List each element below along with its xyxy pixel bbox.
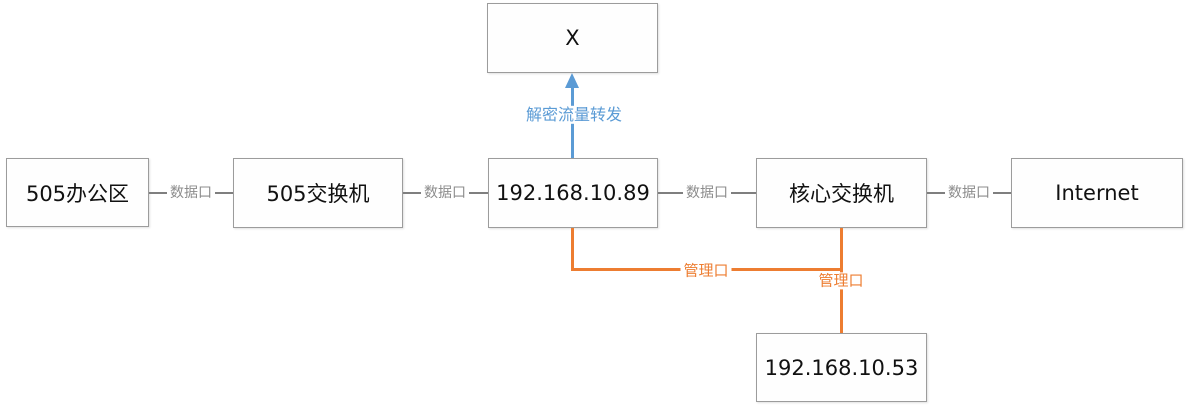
node-switch-505: 505交换机 <box>233 158 403 228</box>
edge-label-data-port-4: 数据口 <box>945 184 993 202</box>
node-device-53-label: 192.168.10.53 <box>764 355 919 380</box>
node-x-target-label: X <box>565 26 580 50</box>
node-office-505: 505办公区 <box>6 158 149 227</box>
edge-label-mgmt-port-2: 管理口 <box>815 272 867 290</box>
node-internet: Internet <box>1011 158 1183 228</box>
node-device-192-168-10-89: 192.168.10.89 <box>488 158 658 228</box>
node-internet-label: Internet <box>1055 181 1139 205</box>
node-device-89-label: 192.168.10.89 <box>496 181 650 205</box>
edge-label-data-port-1: 数据口 <box>167 184 215 202</box>
edge-label-data-port-3: 数据口 <box>683 184 731 202</box>
node-core-switch-label: 核心交换机 <box>789 182 894 206</box>
edge-label-decrypt-forward: 解密流量转发 <box>522 105 626 125</box>
edge-label-mgmt-port-1: 管理口 <box>680 262 732 280</box>
node-office-505-label: 505办公区 <box>25 181 130 206</box>
node-device-192-168-10-53: 192.168.10.53 <box>756 333 927 402</box>
node-switch-505-label: 505交换机 <box>266 182 370 206</box>
arrow-up-icon <box>565 73 579 88</box>
edge-device89-mgmt-vertical <box>571 228 574 271</box>
node-core-switch: 核心交换机 <box>756 158 927 228</box>
node-x-target: X <box>487 3 658 73</box>
edge-label-data-port-2: 数据口 <box>421 184 469 202</box>
